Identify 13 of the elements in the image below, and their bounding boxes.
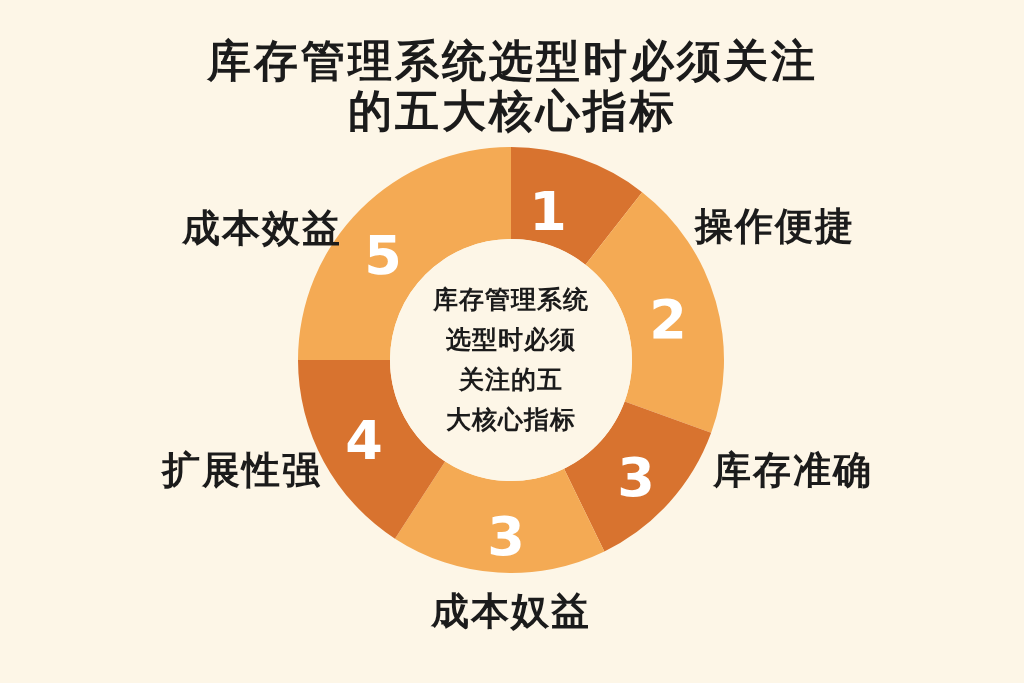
segment-number: 3 [487,507,525,567]
segment-label: 扩展性强 [162,447,322,493]
segment-number: 5 [364,226,402,286]
segment-label: 操作便捷 [695,203,855,249]
center-text: 库存管理系统选型时必须关注的五大核心指标 [433,285,589,434]
segment-number: 4 [345,411,383,471]
segment-label: 库存准确 [713,447,873,493]
title: 库存管理系统选型时必须关注的五大核心指标 [205,36,819,136]
segment-number: 2 [649,290,687,350]
segment-number: 3 [617,448,655,508]
segment-number: 1 [529,182,567,242]
segment-label: 成本效益 [182,205,342,251]
segment-label: 成本奴益 [431,588,591,634]
